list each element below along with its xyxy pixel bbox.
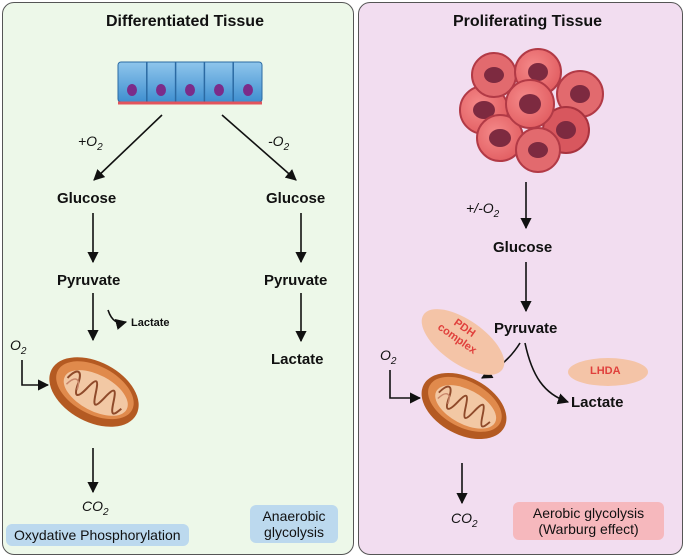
proliferating-tissue-title: Proliferating Tissue [453,13,603,30]
mitochondrion-right [409,358,519,454]
glucose-label-proliferating: Glucose [493,239,553,256]
co2-output-right: CO2 [451,510,478,530]
oxygen-condition-label: +/-O2 [466,200,500,220]
glucose-label-left: Glucose [57,190,117,207]
ldha-badge [568,358,648,386]
arrow-pyruvate-to-mito [481,342,521,379]
aerobic-line-2: (Warburg effect) [538,521,639,538]
glucose-label-anaerobic: Glucose [266,190,326,207]
mitochondrion-left [36,341,152,443]
with-oxygen-label: +O2 [78,133,103,153]
pyruvate-label-proliferating: Pyruvate [494,320,558,337]
aerobic-line-1: Aerobic glycolysis [532,505,645,521]
lactate-side-label: Lactate [131,317,170,329]
aerobic-glycolysis-label: Aerobic glycolysis (Warburg effect) [513,502,664,541]
arrow-oxygen-into-mito-left [21,360,50,391]
differentiated-tissue-title: Differentiated Tissue [106,13,264,30]
co2-output-left: CO2 [82,498,109,518]
lactate-label-anaerobic: Lactate [271,351,324,368]
oxidative-phosphorylation-label: Oxydative Phosphorylation [6,524,189,547]
epithelial-cells-illustration [117,61,263,105]
arrow-oxygen-into-mito-right [389,370,422,404]
lactate-label-proliferating: Lactate [571,394,624,411]
without-oxygen-label: -O2 [268,133,290,153]
arrow-pyruvate-to-lactate-side [107,309,128,330]
anaerobic-line-1: Anaerobic [262,508,326,524]
anaerobic-glycolysis-label: Anaerobic glycolysis [250,505,338,544]
oxygen-input-left: O2 [10,337,27,357]
oxygen-input-right: O2 [380,347,397,367]
ldha-label: LHDA [590,365,621,377]
pyruvate-label-left: Pyruvate [57,272,121,289]
right-panel-arrows [389,182,570,505]
proliferating-cells-illustration [459,48,604,173]
left-panel-arrows [21,114,307,494]
arrow-pyruvate-to-lactate [524,342,570,405]
arrow-to-left-glucose [93,114,163,181]
pyruvate-label-anaerobic: Pyruvate [264,272,328,289]
anaerobic-line-2: glycolysis [264,524,324,541]
arrow-to-right-glucose [221,114,297,181]
pdh-complex-badge [421,309,505,375]
